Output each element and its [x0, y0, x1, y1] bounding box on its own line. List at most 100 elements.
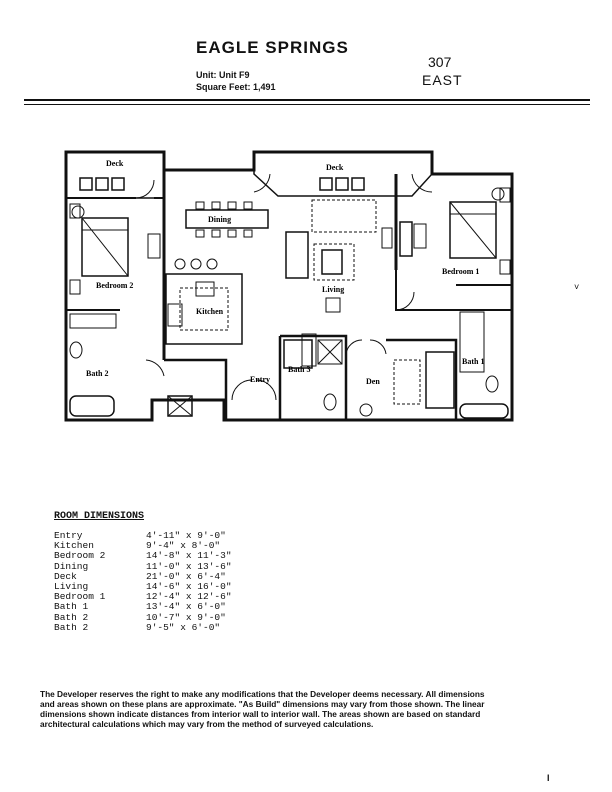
label-deck-left: Deck [106, 159, 124, 168]
dresser-icon [413, 223, 427, 249]
range-icon [167, 303, 183, 327]
label-entry: Entry [250, 375, 270, 384]
dimension-room: Bath 1 [54, 601, 89, 613]
wall-bedroom1-south [395, 270, 512, 311]
dimension-room: Living [54, 580, 89, 592]
page-mark: I [547, 773, 550, 783]
dimension-row: Dining 11'-0" x 13'-6" [54, 560, 232, 572]
dimension-room: Bedroom 2 [54, 550, 106, 562]
dimension-row: Bath 2 9'-5" x 6'-0" [54, 621, 232, 633]
label-den: Den [366, 377, 380, 386]
chair-icon [79, 177, 93, 191]
exterior-wall [64, 150, 514, 422]
entry-bench-icon [301, 333, 317, 367]
unit-line: Unit: Unit F9 [196, 70, 250, 80]
chair-icon [335, 177, 349, 191]
door-swing-deck-left [135, 179, 155, 199]
dimension-size: 12'-4" x 12'-6" [146, 591, 232, 603]
dimension-room: Bedroom 1 [54, 591, 106, 603]
door-swing-bath2 [145, 359, 165, 377]
label-deck-center: Deck [326, 163, 344, 172]
chair-icon [351, 177, 365, 191]
label-kitchen: Kitchen [196, 307, 224, 316]
sink-icon [195, 281, 215, 297]
toilet-icon [485, 375, 499, 393]
square-feet-line: Square Feet: 1,491 [196, 82, 276, 92]
bed-icon [449, 201, 497, 259]
den-chair-icon [359, 403, 373, 417]
dimension-size: 4'-11" x 9'-0" [146, 530, 226, 541]
door-swing-entry [231, 379, 277, 401]
side-table-icon [381, 227, 393, 249]
side-table-icon [71, 205, 85, 219]
dimension-room: Deck [54, 570, 77, 582]
rug [313, 243, 355, 281]
label-bath2: Bath 2 [86, 369, 108, 378]
toilet-icon [323, 393, 337, 411]
door-swing-den-b [369, 339, 387, 355]
dimension-row: Bedroom 1 12'-4" x 12'-6" [54, 591, 232, 603]
bed-icon [81, 217, 129, 277]
chair-icon [111, 177, 125, 191]
stray-mark: ˅ [574, 282, 580, 292]
dimension-size: 14'-6" x 16'-0" [146, 580, 232, 592]
wall-den [386, 338, 458, 420]
label-bath1: Bath 1 [462, 357, 484, 366]
label-dining: Dining [208, 215, 231, 224]
door-swing-deck-center [253, 173, 271, 193]
floor-plan: Deck Deck Dining Living Bedroom 2 Bedroo… [64, 150, 514, 422]
dining-table [185, 209, 269, 229]
label-bedroom2: Bedroom 2 [96, 281, 133, 290]
chair-icon [319, 177, 333, 191]
fireplace-icon [399, 221, 413, 257]
dresser-icon [147, 233, 161, 259]
door-swing-den-a [345, 339, 363, 355]
door-swing-deck-right [411, 173, 433, 193]
wall-entry-west [164, 358, 228, 420]
header-rule-top [24, 99, 590, 101]
dimension-size: 14'-8" x 11'-3" [146, 550, 232, 562]
den-desk [393, 359, 421, 405]
header-rule-bottom [24, 104, 590, 105]
room-dimensions-heading: ROOM DIMENSIONS [54, 511, 145, 522]
dimension-row: Bedroom 2 14'-8" x 11'-3" [54, 551, 232, 561]
vanity-icon [69, 313, 117, 329]
nightstand-icon [499, 259, 511, 275]
dimension-room: Bath 2 [54, 611, 89, 623]
dimension-row: Living 14'-6" x 16'-0" [54, 580, 232, 592]
disclaimer-text: The Developer reserves the right to make… [40, 689, 485, 729]
dimension-row: Bath 2 10'-7" x 9'-0" [54, 611, 232, 623]
tub-icon [459, 403, 509, 419]
armchair-icon [325, 297, 341, 313]
dimension-size: 21'-0" x 6'-4" [146, 570, 226, 582]
shower-icon [283, 339, 313, 369]
den-sofa-icon [425, 351, 455, 409]
dimension-room: Dining [54, 560, 89, 572]
tub-icon [69, 395, 115, 417]
unit-number: 307 [428, 54, 452, 70]
dimension-size: 9'-4" x 8'-0" [146, 540, 221, 552]
media-cabinet [311, 199, 377, 233]
dimension-size: 11'-0" x 13'-6" [146, 560, 232, 572]
shower-icon [459, 311, 485, 373]
dimension-size: 10'-7" x 9'-0" [146, 611, 226, 623]
coffee-table [321, 249, 343, 275]
sofa-icon [285, 231, 309, 279]
wall-bath3 [280, 334, 348, 420]
side-table-icon [491, 187, 505, 201]
label-bath3: Bath 3 [288, 365, 310, 374]
shower-drain-icon [317, 339, 343, 365]
nightstand-icon [69, 203, 81, 219]
entry-closet [167, 395, 193, 417]
dimension-size: 9'-5" x 6'-0" [146, 621, 221, 633]
dimension-row: Deck 21'-0" x 6'-4" [54, 570, 232, 582]
label-living: Living [322, 285, 344, 294]
label-bedroom1: Bedroom 1 [442, 267, 479, 276]
kitchen-counter [165, 273, 243, 345]
nightstand-icon [69, 279, 81, 295]
door-swing-bedroom1 [395, 291, 415, 311]
dimension-room: Bath 2 [54, 621, 89, 633]
